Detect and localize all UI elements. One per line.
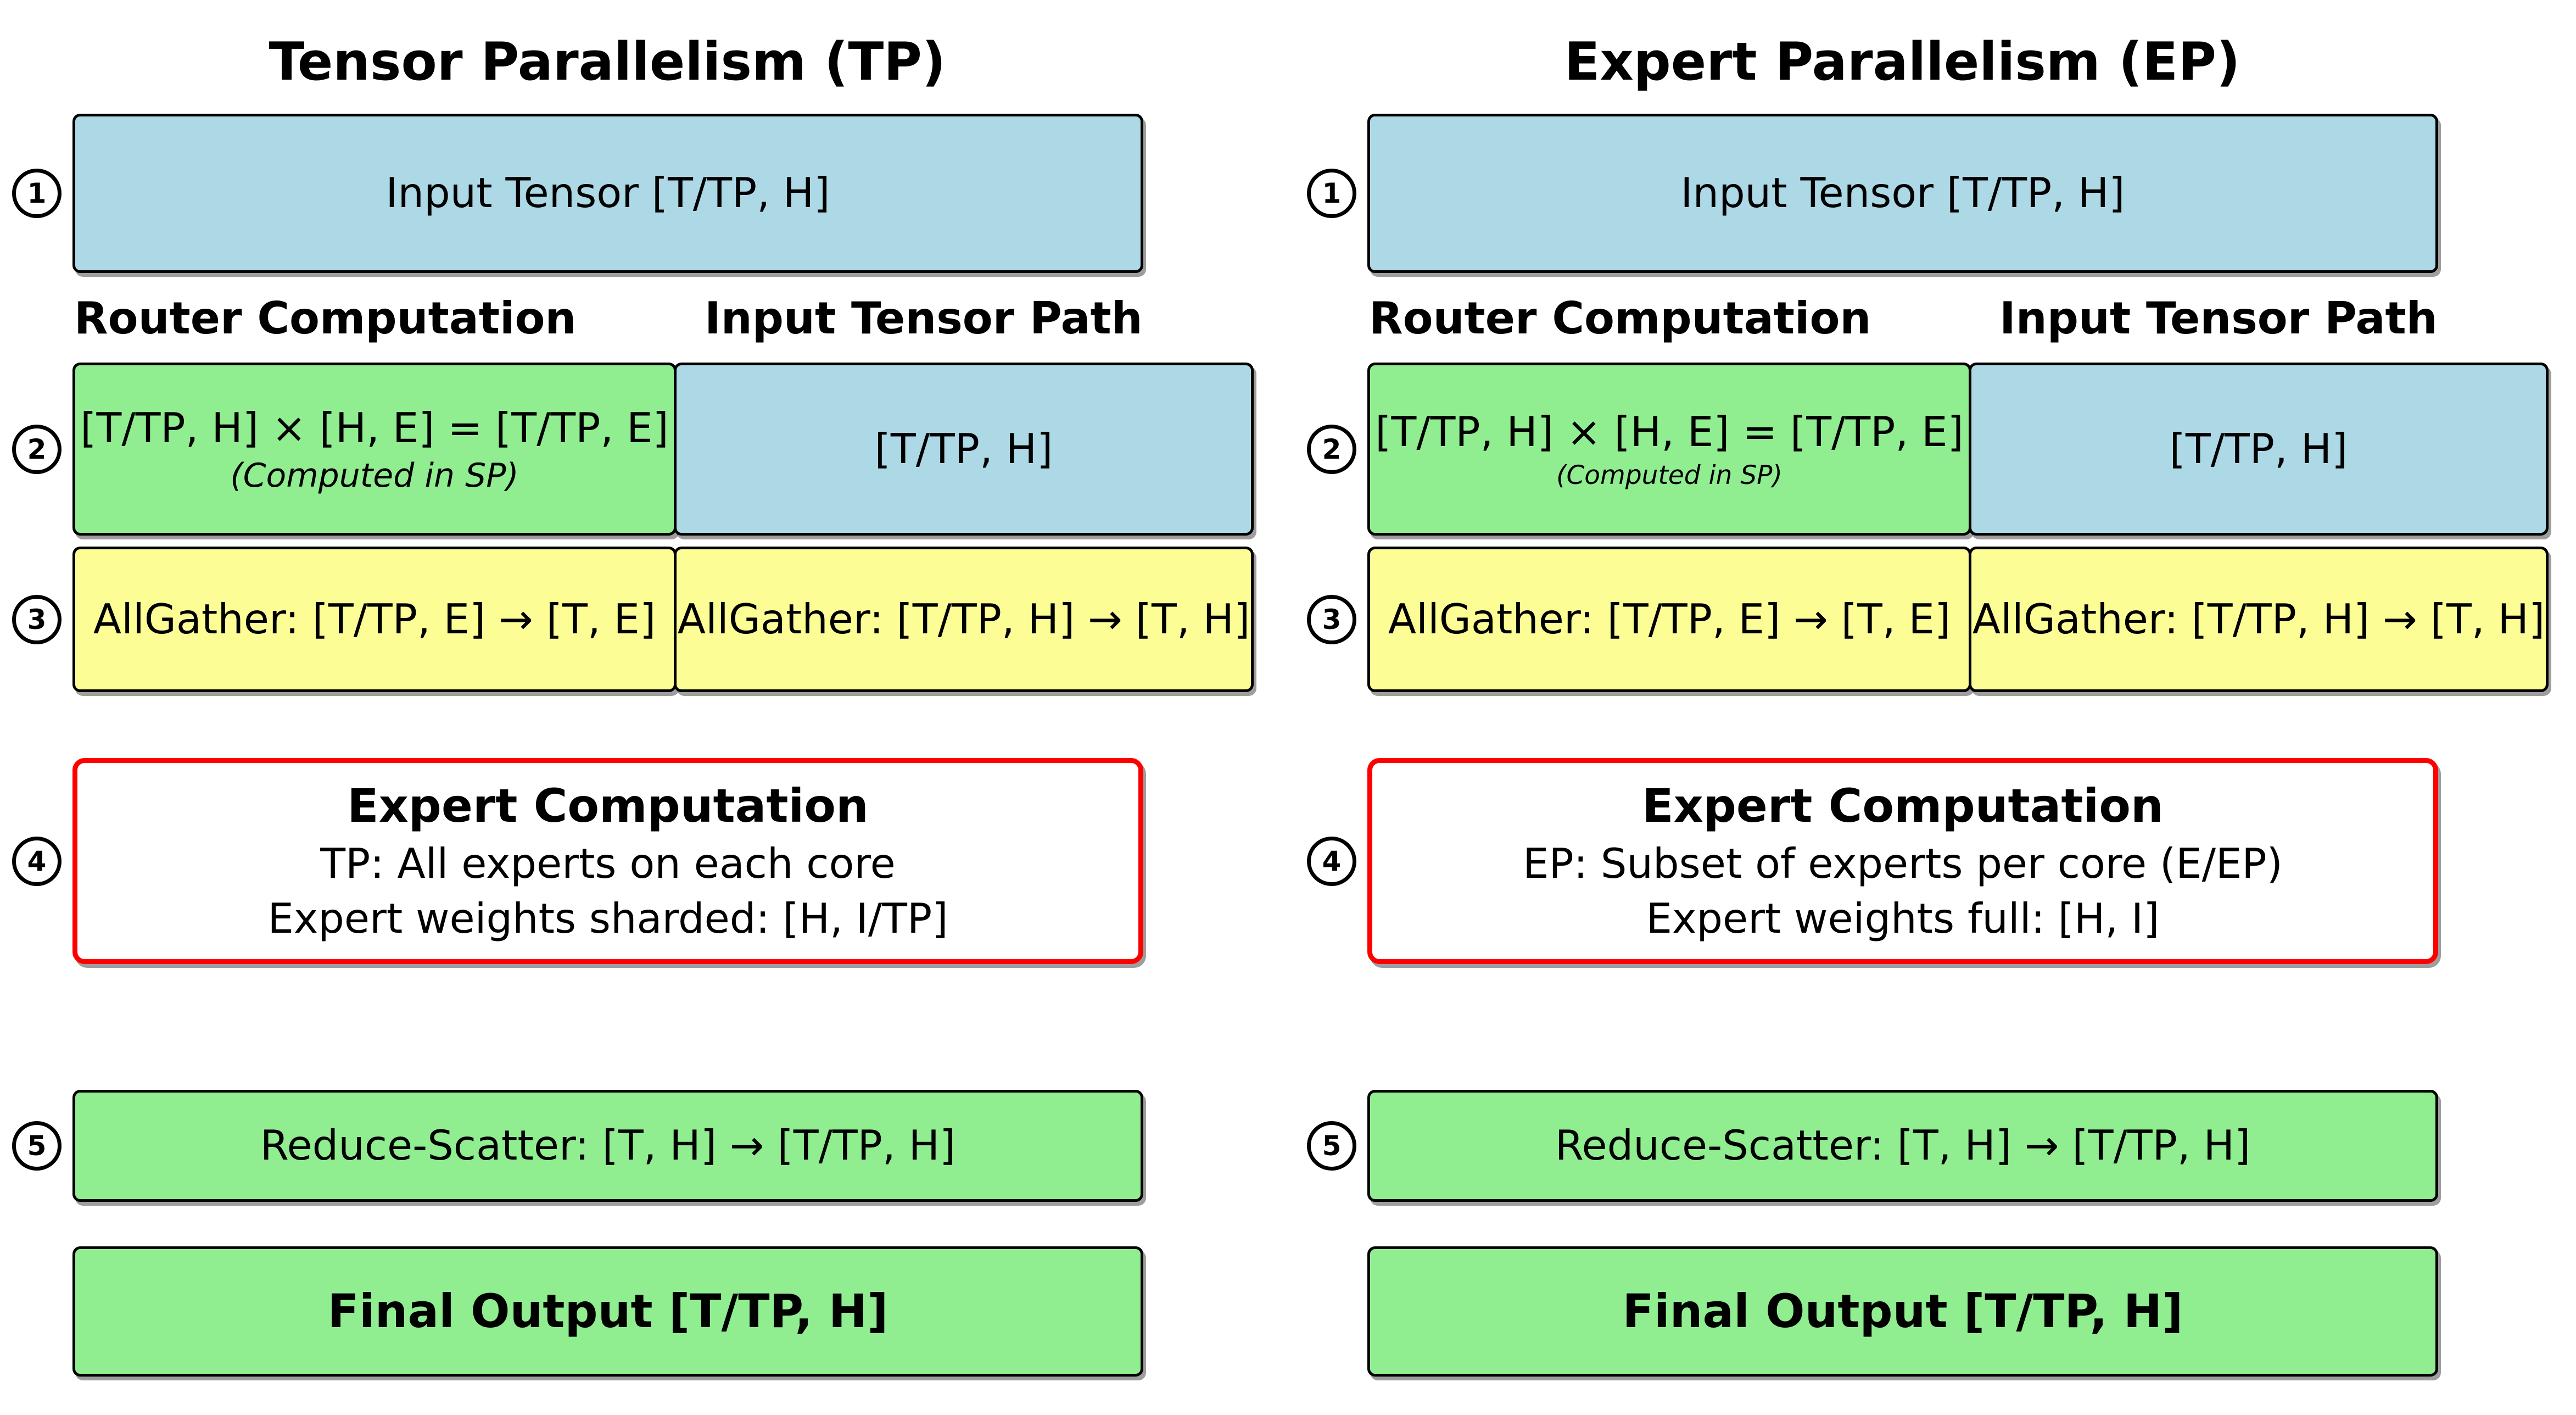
input-tensor-path-box: [T/TP, H]: [1969, 363, 2549, 536]
step-1-number: 1: [1322, 177, 1342, 209]
final-output-label: Final Output [T/TP, H]: [1622, 1284, 2183, 1339]
router-computation-box: [T/TP, H] × [H, E] = [T/TP, E] (Computed…: [72, 363, 677, 536]
expert-computation-title: Expert Computation: [347, 779, 869, 833]
step-5-number: 5: [27, 1130, 47, 1162]
router-computation-box: [T/TP, H] × [H, E] = [T/TP, E] (Computed…: [1367, 363, 1971, 536]
column-tensor-parallelism: Tensor Parallelism (TP) 1 2 3 4 5 Input …: [12, 32, 1254, 1377]
expert-computation-line1: TP: All experts on each core: [320, 839, 896, 888]
step-4-number: 4: [1322, 845, 1342, 877]
expert-computation-title: Expert Computation: [1642, 779, 2164, 833]
router-note: (Computed in SP): [1556, 460, 1782, 491]
expert-computation-box: Expert Computation EP: Subset of experts…: [1367, 758, 2438, 964]
column-expert-parallelism: Expert Parallelism (EP) 1 2 3 4 5 Input …: [1295, 0, 2576, 1415]
reduce-scatter-label: Reduce-Scatter: [T, H] → [T/TP, H]: [1555, 1121, 2251, 1170]
step-2-number: 2: [27, 433, 47, 465]
step-2-badge: 2: [1307, 425, 1356, 474]
step-3-badge: 3: [12, 595, 62, 644]
path-value: [T/TP, H]: [874, 424, 1053, 473]
allgather-path-label: AllGather: [T/TP, H] → [T, H]: [677, 594, 1250, 643]
expert-computation-line2: Expert weights full: [H, I]: [1646, 894, 2160, 943]
reduce-scatter-box: Reduce-Scatter: [T, H] → [T/TP, H]: [72, 1090, 1143, 1202]
step-5-badge: 5: [12, 1121, 62, 1171]
router-formula: [T/TP, H] × [H, E] = [T/TP, E]: [80, 403, 669, 452]
step-4-badge: 4: [12, 837, 62, 886]
step-4-number: 4: [27, 845, 47, 877]
step-3-number: 3: [1322, 604, 1342, 636]
input-tensor-box: Input Tensor [T/TP, H]: [72, 114, 1143, 273]
allgather-path-box: AllGather: [T/TP, H] → [T, H]: [1969, 547, 2549, 692]
path-value: [T/TP, H]: [2169, 424, 2348, 473]
expert-computation-box: Expert Computation TP: All experts on ea…: [72, 758, 1143, 964]
column-title-ep: Expert Parallelism (EP): [1564, 32, 2240, 92]
allgather-router-box: AllGather: [T/TP, E] → [T, E]: [72, 547, 677, 692]
expert-computation-line2: Expert weights sharded: [H, I/TP]: [267, 894, 948, 943]
final-output-box: Final Output [T/TP, H]: [1367, 1246, 2438, 1377]
router-formula: [T/TP, H] × [H, E] = [T/TP, E]: [1375, 408, 1964, 456]
expert-computation-line1: EP: Subset of experts per core (E/EP): [1523, 839, 2283, 888]
input-tensor-label: Input Tensor [T/TP, H]: [1680, 169, 2125, 218]
allgather-router-label: AllGather: [T/TP, E] → [T, E]: [93, 594, 656, 643]
step-3-badge: 3: [1307, 595, 1356, 644]
allgather-path-label: AllGather: [T/TP, H] → [T, H]: [1972, 594, 2545, 643]
column-title-tp: Tensor Parallelism (TP): [269, 32, 946, 92]
step-5-number: 5: [1322, 1130, 1342, 1162]
step-1-badge: 1: [12, 169, 62, 218]
allgather-router-box: AllGather: [T/TP, E] → [T, E]: [1367, 547, 1971, 692]
step-1-number: 1: [27, 177, 47, 209]
router-computation-header: Router Computation: [74, 293, 577, 344]
input-tensor-box: Input Tensor [T/TP, H]: [1367, 114, 2438, 273]
step-5-badge: 5: [1307, 1121, 1356, 1171]
input-tensor-label: Input Tensor [T/TP, H]: [385, 169, 830, 218]
router-computation-header: Router Computation: [1369, 293, 1871, 344]
final-output-box: Final Output [T/TP, H]: [72, 1246, 1143, 1377]
allgather-path-box: AllGather: [T/TP, H] → [T, H]: [674, 547, 1254, 692]
reduce-scatter-label: Reduce-Scatter: [T, H] → [T/TP, H]: [260, 1121, 956, 1170]
reduce-scatter-box: Reduce-Scatter: [T, H] → [T/TP, H]: [1367, 1090, 2438, 1202]
input-tensor-path-header: Input Tensor Path: [705, 293, 1143, 344]
router-note: (Computed in SP): [230, 456, 519, 495]
allgather-router-label: AllGather: [T/TP, E] → [T, E]: [1388, 594, 1951, 643]
step-1-badge: 1: [1307, 169, 1356, 218]
step-2-badge: 2: [12, 425, 62, 474]
final-output-label: Final Output [T/TP, H]: [327, 1284, 889, 1339]
step-2-number: 2: [1322, 433, 1342, 465]
step-4-badge: 4: [1307, 837, 1356, 886]
step-3-number: 3: [27, 604, 47, 636]
input-tensor-path-box: [T/TP, H]: [674, 363, 1254, 536]
input-tensor-path-header: Input Tensor Path: [1999, 293, 2438, 344]
